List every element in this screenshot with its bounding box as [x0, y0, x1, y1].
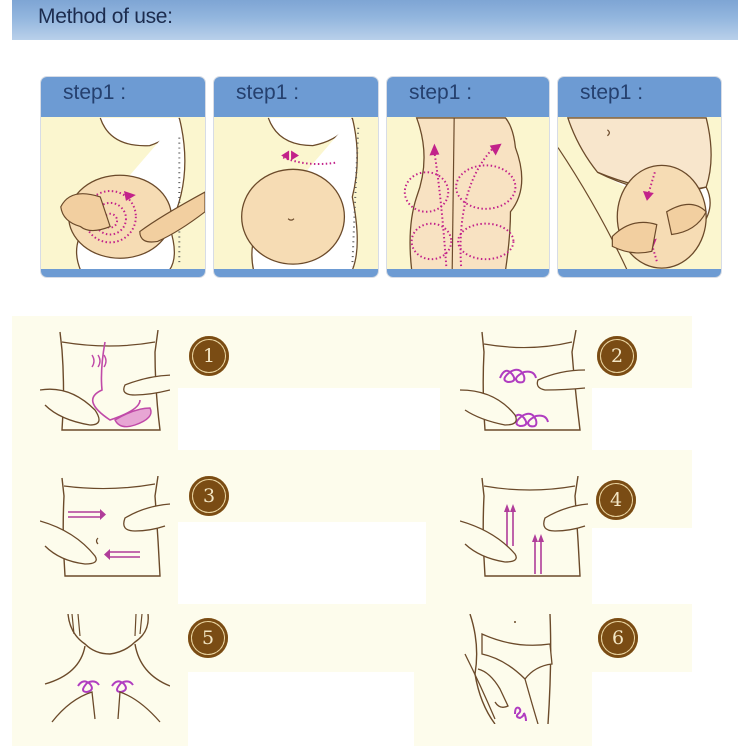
- badge-number: 5: [201, 627, 215, 649]
- page-title: Method of use:: [38, 5, 173, 28]
- step-number-badge-4: 4: [596, 480, 636, 520]
- instruction-text-box-6: [592, 672, 692, 746]
- thigh-massage-arrows-icon: [558, 117, 712, 271]
- step-card-header: step1 :: [214, 77, 378, 117]
- badge-number: 6: [611, 627, 625, 649]
- instruction-text-box-5: [188, 672, 414, 746]
- step-label: step1 :: [236, 81, 300, 104]
- badge-number: 2: [610, 345, 624, 367]
- step-card-footer: [41, 269, 205, 277]
- belly-spiral-massage-icon: [60, 117, 205, 271]
- step-card-footer: [558, 269, 721, 277]
- step-card-4: step1 :: [557, 76, 722, 278]
- title-bar: Method of use:: [12, 0, 738, 40]
- step-number-badge-3: 3: [189, 476, 229, 516]
- step-card-2: step1 :: [213, 76, 379, 278]
- instruction-text-box-1: [178, 388, 440, 450]
- step-label: step1 :: [580, 81, 644, 104]
- step-card-header: step1 :: [558, 77, 721, 117]
- step-number-badge-5: 5: [188, 618, 228, 658]
- groin-loop-massage-icon: [464, 614, 553, 724]
- chest-loop-massage-icon: [44, 614, 170, 723]
- step-label: step1 :: [409, 81, 473, 104]
- instruction-text-box-2: [592, 388, 692, 450]
- step-label: step1 :: [63, 81, 127, 104]
- badge-number: 1: [202, 345, 216, 367]
- abdomen-colon-massage-icon: [40, 330, 170, 431]
- step-card-footer: [214, 269, 378, 277]
- abdomen-vertical-arrows-icon: [460, 476, 589, 577]
- step-number-badge-6: 6: [598, 618, 638, 658]
- instruction-text-box-3: [178, 522, 426, 604]
- step-number-badge-2: 2: [597, 336, 637, 376]
- step-card-header: step1 :: [41, 77, 205, 117]
- abdomen-loop-massage-icon: [460, 330, 586, 431]
- step-card-footer: [387, 269, 549, 277]
- badge-number: 4: [609, 489, 623, 511]
- abdomen-horizontal-arrows-icon: [40, 476, 170, 577]
- step-card-3: step1 :: [386, 76, 550, 278]
- instruction-text-box-4: [592, 528, 692, 604]
- buttocks-thigh-circles-icon: [403, 117, 523, 271]
- step-number-badge-1: 1: [189, 336, 229, 376]
- pregnant-belly-icon: [241, 117, 360, 271]
- step-card-header: step1 :: [387, 77, 549, 117]
- badge-number: 3: [202, 485, 216, 507]
- step-card-1: step1 :: [40, 76, 206, 278]
